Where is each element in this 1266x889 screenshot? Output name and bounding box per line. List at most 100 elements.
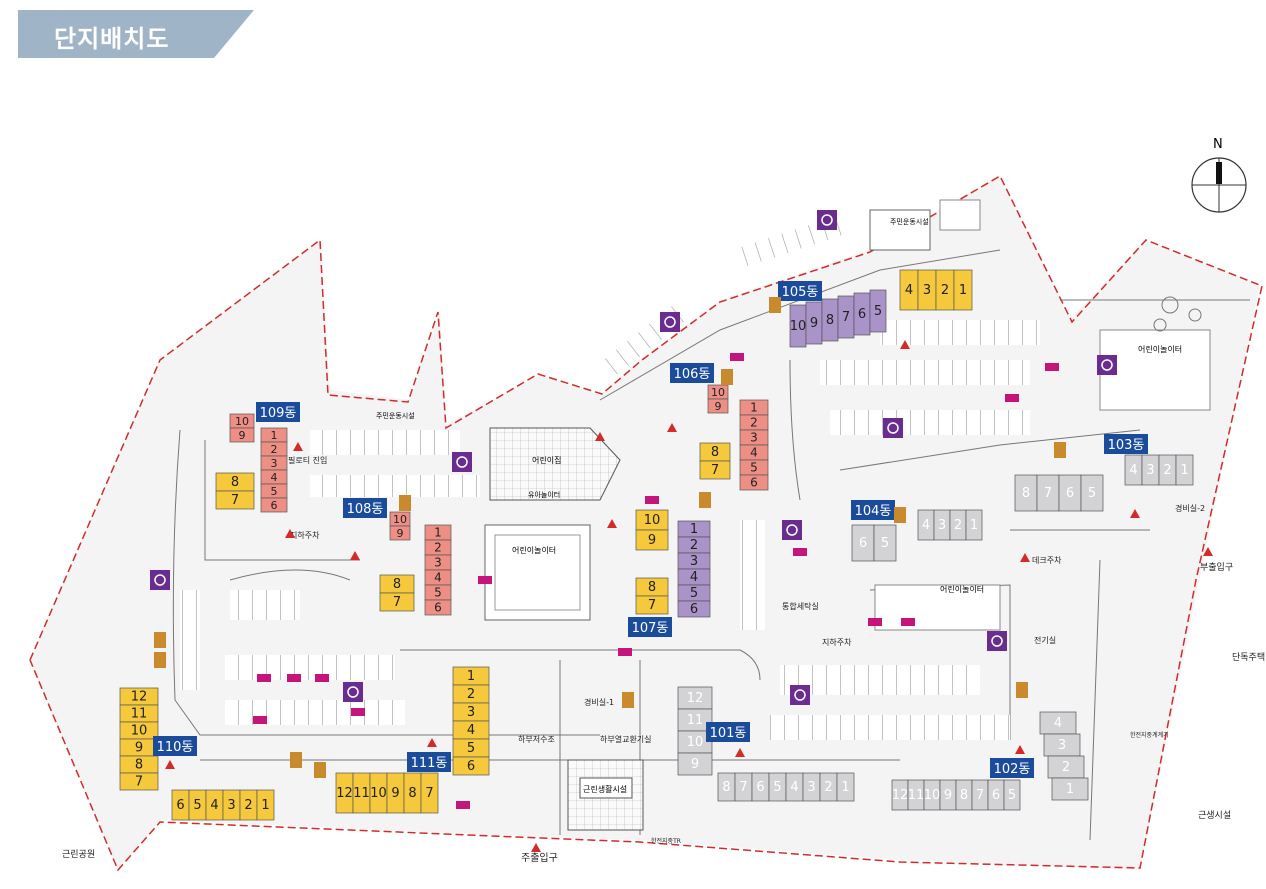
unit-number: 11 (131, 707, 148, 722)
unit-number: 4 (750, 446, 758, 460)
building-label: 104동 (855, 504, 892, 519)
unit-number: 11 (353, 786, 370, 801)
unit-number: 1 (959, 283, 967, 298)
guardhouse1-label: 경비실-1 (584, 697, 614, 707)
bike-rack-icon (1054, 442, 1066, 458)
vent-marker (456, 801, 470, 809)
unit-number: 8 (231, 475, 239, 490)
unit-number: 9 (715, 400, 722, 413)
unit-number: 8 (408, 786, 416, 801)
entrance-arrow-icon (607, 519, 617, 528)
entrance-arrow-icon (667, 423, 677, 432)
unit-number: 3 (1146, 463, 1154, 478)
recycle-icon (660, 312, 680, 332)
entrance-arrow-icon (735, 748, 745, 757)
unit-number: 1 (1066, 782, 1074, 797)
unit-number: 2 (244, 798, 252, 813)
unit-cell (229, 427, 255, 443)
unit-number: 5 (773, 780, 781, 795)
bike-rack-icon (154, 652, 166, 668)
playground-central (484, 524, 591, 621)
building-label-box (256, 402, 300, 422)
unit-number: 6 (859, 536, 867, 551)
building-label-box (670, 363, 714, 383)
recycle-icon (782, 520, 802, 540)
entrance-arrow-icon (427, 738, 437, 747)
unit-number: 10 (131, 724, 148, 739)
unit-cell (1175, 454, 1194, 486)
community-facility-building (567, 759, 644, 831)
daycare-building (489, 427, 621, 501)
recycle-icon (343, 682, 363, 702)
vent-marker (351, 708, 365, 716)
unit-number: 4 (690, 570, 698, 585)
recycle-icon-glyph (664, 316, 676, 328)
vent-marker (257, 674, 271, 682)
unit-number: 9 (391, 786, 399, 801)
building-label-box (706, 722, 750, 742)
unit-number: 9 (691, 757, 699, 772)
unit-number: 2 (434, 541, 442, 555)
bike-rack-icon (699, 492, 711, 508)
unit-number: 2 (954, 518, 962, 533)
vent-marker (645, 496, 659, 504)
unit-cell (836, 772, 855, 802)
unit-cell (635, 529, 669, 551)
recycle-icon-glyph (456, 456, 468, 468)
recycle-icon-glyph (347, 686, 359, 698)
unit-cell (452, 756, 490, 776)
unit-number: 8 (960, 788, 968, 803)
entrance-arrow-icon (595, 432, 605, 441)
unit-number: 6 (690, 602, 698, 617)
bike-rack-icon (290, 752, 302, 768)
fitness-label-left: 주민운동시설 (376, 411, 415, 420)
unit-number: 3 (434, 556, 442, 570)
building-label: 111동 (411, 756, 448, 771)
unit-number: 3 (923, 283, 931, 298)
unit-number: 9 (239, 429, 246, 442)
unit-number: 10 (370, 786, 387, 801)
recycle-icon-glyph (887, 422, 899, 434)
unit-number: 6 (756, 780, 764, 795)
unit-cell (256, 789, 275, 821)
entrance-arrow-icon (1130, 509, 1140, 518)
unit-cell (389, 525, 411, 541)
vent-marker (315, 674, 329, 682)
unit-cell (1003, 779, 1021, 811)
entrance-arrow-icon (1020, 553, 1030, 562)
unit-number: 7 (425, 786, 433, 801)
unit-number: 2 (824, 780, 832, 795)
electric-room-label: 전기실 (1034, 635, 1056, 645)
unit-number: 6 (271, 499, 278, 512)
unit-number: 10 (393, 513, 407, 526)
page-title-banner: 단지배치도 (18, 10, 254, 58)
unit-cell (424, 599, 452, 616)
unit-number: 8 (393, 577, 401, 592)
unit-cell (707, 398, 729, 414)
entrance-arrow-icon (293, 442, 303, 451)
building-label: 107동 (632, 621, 669, 636)
unit-number: 8 (1022, 486, 1030, 501)
building-label-box (407, 752, 451, 772)
bike-rack-icon (1016, 682, 1028, 698)
unit-number: 3 (750, 431, 758, 445)
building-label: 105동 (782, 285, 819, 300)
meter-label: 한전지중계계기 (1130, 731, 1169, 739)
building-label-box (1104, 434, 1148, 454)
recycle-icon (452, 452, 472, 472)
unit-number: 6 (434, 601, 442, 615)
page-title: 단지배치도 (54, 25, 170, 53)
unit-cell (869, 289, 887, 333)
entrance-arrow-icon (1015, 745, 1025, 754)
bike-rack-icon (314, 762, 326, 778)
recycle-icon-glyph (1101, 359, 1113, 371)
unit-number: 7 (976, 788, 984, 803)
unit-number: 5 (874, 304, 882, 319)
unit-number: 10 (711, 386, 725, 399)
laundry-label: 통합세탁실 (782, 601, 819, 611)
unit-number: 4 (271, 471, 278, 484)
unit-number: 5 (1088, 486, 1096, 501)
